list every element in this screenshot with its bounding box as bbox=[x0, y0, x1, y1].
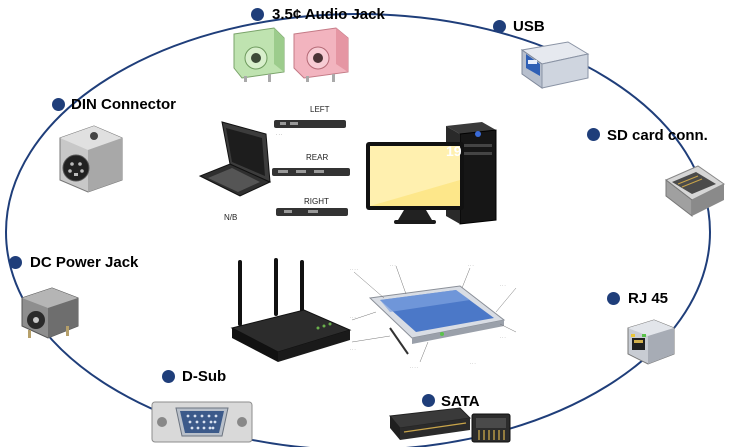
left-view-label: LEFT bbox=[310, 105, 330, 114]
connection-ring bbox=[5, 13, 711, 447]
usb-dot bbox=[493, 20, 506, 33]
svg-text:· · ·: · · · bbox=[276, 132, 282, 137]
audio-jack-image bbox=[233, 27, 349, 82]
sd-card-dot bbox=[587, 128, 600, 141]
dc-power-jack-dot bbox=[9, 256, 22, 269]
green-audio-jack bbox=[233, 27, 285, 82]
d-sub-label: D-Sub bbox=[182, 368, 227, 385]
tablet-pc-image: . . . . . . . . . . . . . . . . . . . . . . … bbox=[350, 262, 517, 369]
sd-card-label: SD card conn. bbox=[607, 127, 708, 144]
pink-audio-jack bbox=[293, 27, 349, 82]
sata-dot bbox=[422, 394, 435, 407]
d-sub-dot bbox=[162, 370, 175, 383]
usb-label: USB bbox=[513, 18, 545, 35]
svg-text:. . .: . . . bbox=[390, 262, 396, 267]
wireless-router-image bbox=[230, 258, 352, 362]
din-connector-image bbox=[59, 125, 123, 193]
lcd-monitor bbox=[366, 142, 464, 224]
notebook-image bbox=[198, 121, 272, 197]
rj45-label: RJ 45 bbox=[628, 290, 669, 307]
svg-text:. . .: . . . bbox=[468, 262, 474, 267]
notebook-ports-image: LEFT · · · REAR RIGHT N/B bbox=[198, 105, 350, 222]
dc-power-jack-label: DC Power Jack bbox=[30, 254, 139, 271]
rj45-connector-image bbox=[627, 319, 675, 365]
svg-text:. . . .: . . . . bbox=[350, 266, 358, 271]
rj45-dot bbox=[607, 292, 620, 305]
d-sub-connector-image bbox=[151, 401, 253, 443]
svg-text:. . .: . . . bbox=[500, 334, 506, 339]
monitor-size-label: 19 bbox=[446, 143, 462, 159]
desktop-pc-image: 19 bbox=[366, 122, 497, 225]
svg-text:. . .: . . . bbox=[350, 314, 356, 319]
audio-jack-label: 3.5¢ Audio Jack bbox=[272, 6, 385, 23]
svg-text:. . . .: . . . . bbox=[410, 364, 418, 369]
rear-view-label: REAR bbox=[306, 153, 328, 162]
din-connector-label: DIN Connector bbox=[71, 96, 176, 113]
usb-connector-image bbox=[520, 41, 590, 89]
sata-connector-image bbox=[389, 407, 511, 443]
audio-jack-dot bbox=[251, 8, 264, 21]
svg-text:. . .: . . . bbox=[350, 346, 356, 351]
notebook-label: N/B bbox=[224, 213, 237, 222]
din-connector-dot bbox=[52, 98, 65, 111]
svg-text:. . .: . . . bbox=[500, 282, 506, 287]
sata-label: SATA bbox=[441, 393, 480, 410]
right-view-label: RIGHT bbox=[304, 197, 329, 206]
svg-text:. . .: . . . bbox=[470, 360, 476, 365]
sd-card-connector-image bbox=[665, 165, 725, 218]
dc-power-jack-image bbox=[21, 287, 79, 339]
rear-side-view bbox=[272, 168, 350, 176]
